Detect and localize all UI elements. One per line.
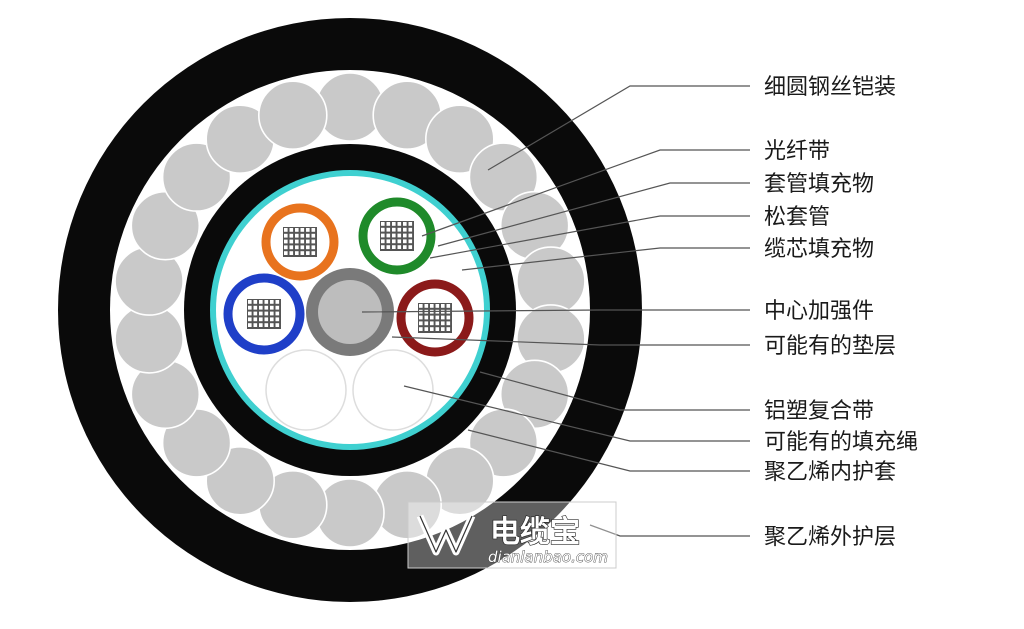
armor-wires [114,72,586,548]
fiber-ribbon [380,221,414,251]
central-member [318,280,382,344]
leader-lines [361,85,750,537]
watermark: 电缆宝 dianlanbao.com [407,501,617,569]
label-outer-sheath: 聚乙烯外护层 [764,525,896,550]
label-central-member: 中心加强件 [764,299,874,324]
loose-tube-orange [261,203,339,281]
loose-tube-green [358,197,436,275]
label-tube-filler: 套管填充物 [764,172,874,197]
label-loose-tube: 松套管 [764,205,830,230]
label-inner-sheath: 聚乙烯内护套 [764,460,896,485]
loose-tube-red [396,279,474,357]
label-fiber-ribbon: 光纤带 [764,139,830,164]
label-possible-filler-rope: 可能有的填充绳 [764,430,918,455]
label-armor: 细圆钢丝铠装 [764,75,896,100]
watermark-url: dianlanbao.com [488,548,608,566]
watermark-brand: 电缆宝 [490,515,580,550]
fiber-ribbon [283,227,317,257]
fiber-ribbon [418,303,452,333]
filler-rope-left [265,349,347,431]
watermark-logo-icon [416,514,476,556]
loose-tube-blue [223,273,305,355]
armor-wire [257,80,328,150]
fiber-ribbon [247,299,281,329]
filler-rope-right [352,349,434,431]
label-aluminum-tape: 铝塑复合带 [764,399,874,424]
label-possible-bedding: 可能有的垫层 [764,334,896,359]
label-core-filler: 缆芯填充物 [764,237,874,262]
